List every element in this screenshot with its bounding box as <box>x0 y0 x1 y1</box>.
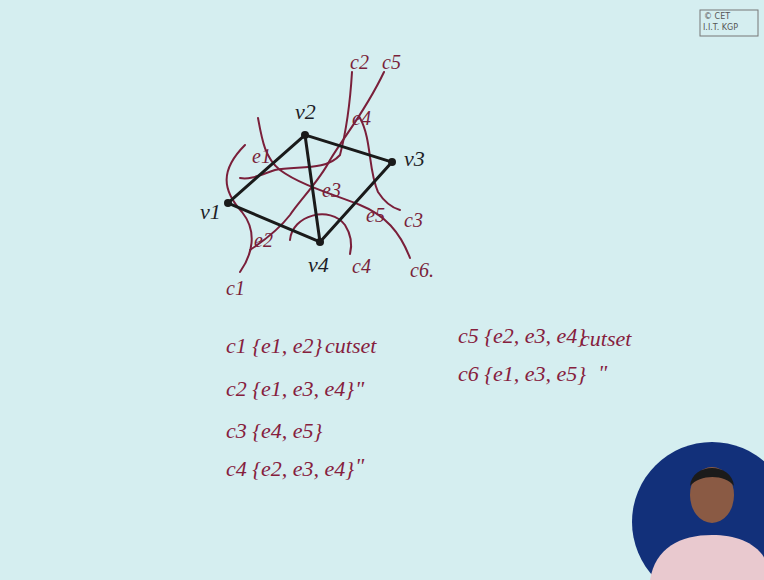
cut-curve <box>360 118 400 210</box>
inset-disc <box>632 442 764 580</box>
vertex-label: v4 <box>308 254 329 276</box>
vertex-label: v1 <box>200 201 221 223</box>
graph-vertex: v3 <box>388 158 396 166</box>
graph-edge <box>231 138 302 201</box>
graph-vertex: v4 <box>316 238 324 246</box>
presenter-inset <box>632 442 764 580</box>
graph-edge <box>306 139 320 238</box>
graph-edge <box>309 136 388 161</box>
cut-curves <box>227 72 410 272</box>
graph-vertex: v1 <box>224 199 232 207</box>
edge-label: e4 <box>352 108 371 128</box>
edge-label: e2 <box>254 230 273 250</box>
cutset-note: " <box>355 378 364 400</box>
cut-label: c4 <box>352 256 371 276</box>
watermark-box <box>700 10 758 36</box>
inset-body <box>650 535 764 580</box>
cutset-note: c1 {e1, e2} <box>226 335 322 357</box>
cutset-note: c2 {e1, e3, e4} <box>226 378 354 400</box>
cutset-note: " <box>598 362 607 384</box>
watermark: © CET <box>704 13 730 21</box>
cut-label: c6. <box>410 260 434 280</box>
vertex-label: v2 <box>295 101 316 123</box>
edge-label: e1 <box>252 146 271 166</box>
cut-curve <box>240 72 352 178</box>
inset-hair <box>690 468 734 486</box>
cutset-note: c6 {e1, e3, e5} <box>458 363 586 385</box>
cutset-note: cutset <box>325 335 376 357</box>
inset-head <box>690 467 734 523</box>
graph-edge <box>232 205 317 241</box>
cutset-note: cutset <box>580 328 631 350</box>
cut-label: c5 <box>382 52 401 72</box>
cut-label: c2 <box>350 52 369 72</box>
cutset-note: c4 {e2, e3, e4} <box>226 458 354 480</box>
cutset-note: c5 {e2, e3, e4} <box>458 325 586 347</box>
edge-label: e5 <box>366 205 385 225</box>
cutset-note: c3 {e4, e5} <box>226 420 322 442</box>
graph-vertex: v2 <box>301 131 309 139</box>
cut-curve <box>250 72 384 250</box>
watermark: I.I.T. KGP <box>703 24 738 32</box>
edge-label: e3 <box>322 180 341 200</box>
graph-edge <box>323 165 390 239</box>
vertex-label: v3 <box>404 148 425 170</box>
cut-label: c3 <box>404 210 423 230</box>
cut-curve <box>258 118 410 258</box>
cutset-note: " <box>355 455 364 477</box>
cut-label: c1 <box>226 278 245 298</box>
